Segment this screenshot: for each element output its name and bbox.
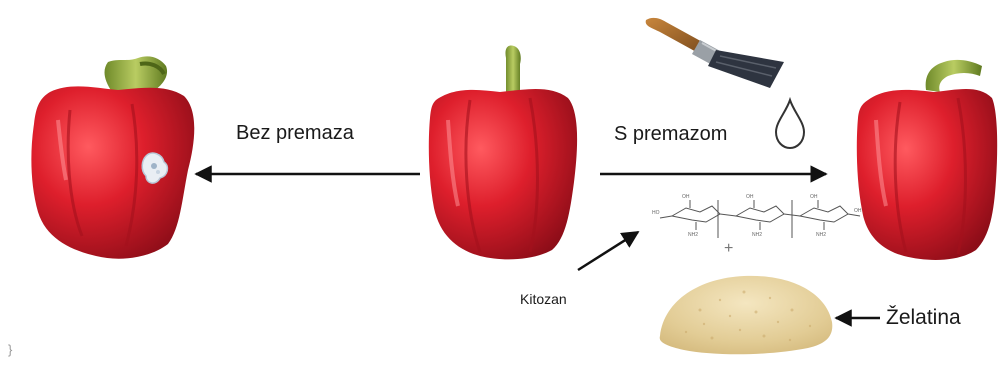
- pepper-fresh-icon: [429, 46, 577, 260]
- svg-text:OH: OH: [746, 194, 754, 200]
- paint-brush-icon: [646, 18, 784, 88]
- svg-text:OH: OH: [854, 208, 862, 214]
- svg-text:OH: OH: [810, 194, 818, 200]
- svg-text:NH2: NH2: [688, 232, 698, 238]
- chitosan-structure-icon: OH OH OH NH2 NH2 NH2 HO OH: [652, 194, 862, 238]
- plus-sign: +: [724, 240, 733, 258]
- label-with-coating: S premazom: [614, 123, 727, 146]
- svg-text:HO: HO: [652, 210, 660, 216]
- svg-text:NH2: NH2: [816, 232, 826, 238]
- pepper-coated-icon: [857, 60, 997, 260]
- label-chitosan: Kitozan: [520, 291, 567, 307]
- svg-text:NH2: NH2: [752, 232, 762, 238]
- label-without-coating: Bez premaza: [236, 122, 354, 145]
- gelatin-powder-icon: [660, 276, 833, 354]
- svg-text:OH: OH: [682, 194, 690, 200]
- brace-glyph: }: [8, 342, 12, 357]
- pepper-uncoated-icon: [31, 56, 194, 258]
- arrow-chitosan: [578, 232, 638, 270]
- water-drop-icon: [776, 100, 804, 148]
- label-gelatin: Želatina: [886, 306, 961, 330]
